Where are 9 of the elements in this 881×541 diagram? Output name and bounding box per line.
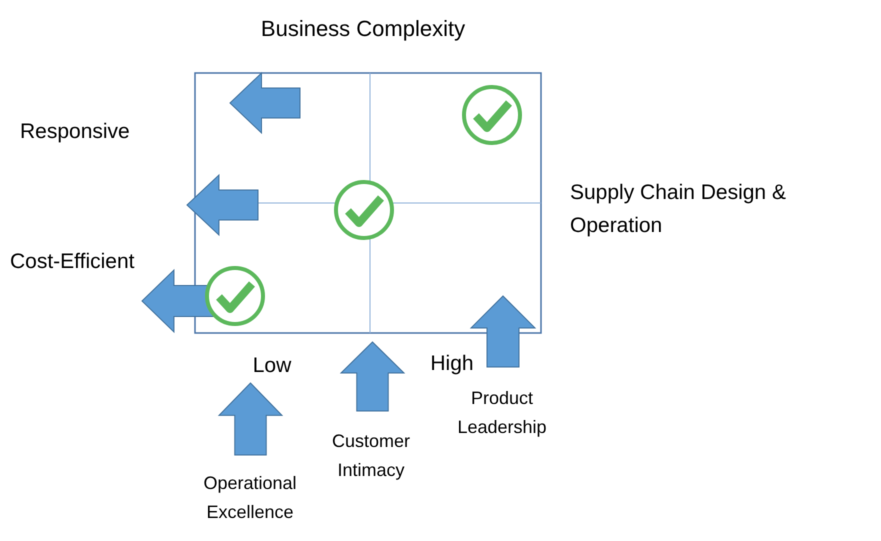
axis-label: Responsive xyxy=(20,120,130,143)
axis-label: Low xyxy=(252,354,292,377)
axis-label: Operational Excellence xyxy=(203,473,297,522)
axis-label: Customer Intimacy xyxy=(332,431,410,480)
axis-label: Supply Chain Design & Operation xyxy=(570,181,786,237)
axis-label: Product Leadership xyxy=(457,388,547,437)
axis-label: Cost-Efficient xyxy=(10,250,134,273)
axis-label: High xyxy=(430,352,474,375)
axis-title: Business Complexity xyxy=(260,15,466,43)
